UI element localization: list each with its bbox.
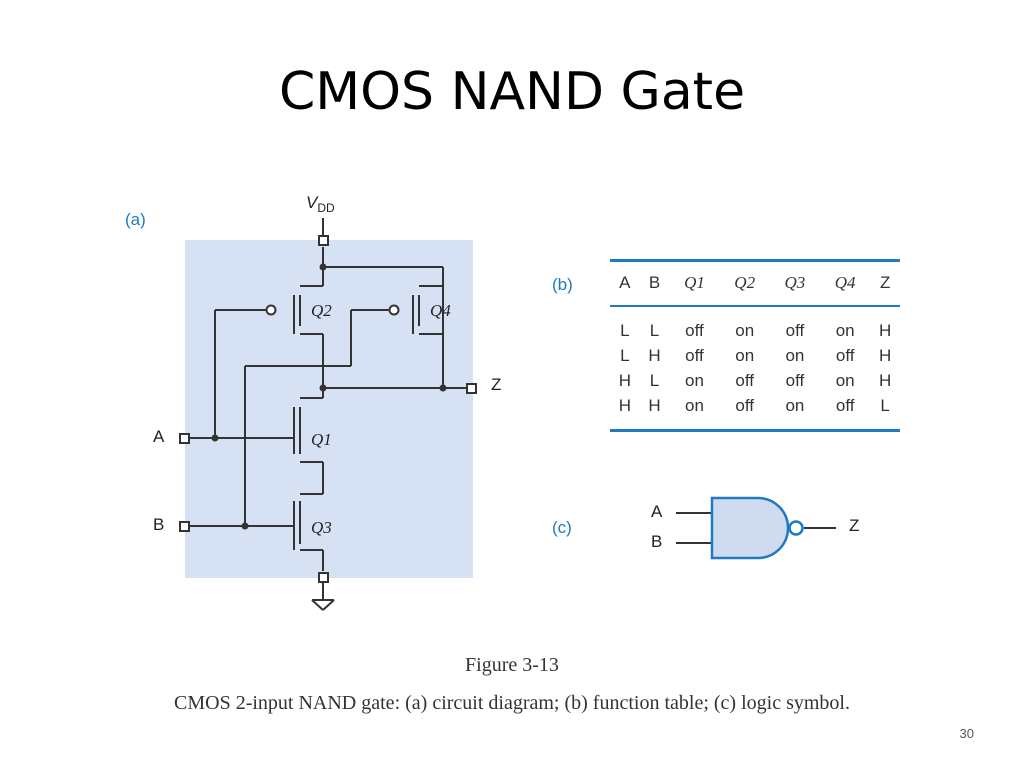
header-q4: Q4 xyxy=(820,259,871,307)
table-cell: off xyxy=(685,346,704,365)
panel-a-label: (a) xyxy=(125,210,146,229)
header-b: B xyxy=(639,259,670,307)
table-cell: H xyxy=(879,371,892,390)
table-row: H L on off off on H xyxy=(610,369,900,394)
circuit-diagram: VDD Q2 Q4 Q1 Q3 A B Z xyxy=(153,193,501,611)
table-cell: L xyxy=(870,393,900,432)
header-q1: Q1 xyxy=(669,259,720,307)
output-z-terminal xyxy=(466,383,477,394)
input-a-terminal xyxy=(179,433,190,444)
table-row: H H on off on off L xyxy=(610,393,900,432)
table-row: L L off on off on H xyxy=(610,306,900,344)
table-cell: H xyxy=(648,346,661,365)
table-cell: on xyxy=(735,321,755,340)
table-cell: H xyxy=(879,321,892,340)
circuit-background xyxy=(185,240,473,578)
table-cell: off xyxy=(835,346,855,365)
table-cell: off xyxy=(820,393,871,432)
input-b-label: B xyxy=(153,515,164,534)
function-table-header: A B Q1 Q2 Q3 Q4 Z xyxy=(610,259,900,307)
q2-label: Q2 xyxy=(311,301,332,320)
q2-gate-bubble xyxy=(265,304,277,316)
symbol-input-a-label: A xyxy=(651,502,663,521)
table-cell: on xyxy=(685,371,704,390)
table-cell: L xyxy=(649,371,660,390)
circuit-junctions xyxy=(211,263,447,530)
nand-gate-body xyxy=(710,496,790,560)
ground-terminal xyxy=(318,572,329,583)
output-z-label: Z xyxy=(491,375,501,394)
table-cell: L xyxy=(620,321,630,340)
panel-c-label: (c) xyxy=(552,518,572,537)
symbol-input-b-label: B xyxy=(651,532,662,551)
table-cell: H xyxy=(610,393,640,432)
table-cell: on xyxy=(735,346,755,365)
panel-b-label: (b) xyxy=(552,275,573,294)
q3-label: Q3 xyxy=(311,518,332,537)
input-a-label: A xyxy=(153,427,165,446)
table-cell: L xyxy=(620,346,630,365)
header-z: Z xyxy=(870,259,900,307)
table-cell: on xyxy=(669,393,720,432)
nand-output-bubble xyxy=(788,520,804,536)
nand-logic-symbol: A B Z xyxy=(651,496,859,560)
table-cell: H xyxy=(879,346,892,365)
table-cell: H xyxy=(618,371,631,390)
header-a: A xyxy=(610,259,640,307)
symbol-output-label: Z xyxy=(849,516,859,535)
vdd-terminal xyxy=(318,235,329,246)
page-number: 30 xyxy=(959,726,974,741)
slide-title: CMOS NAND Gate xyxy=(278,62,746,122)
table-cell: L xyxy=(649,321,660,340)
figure-caption: CMOS 2-input NAND gate: (a) circuit diag… xyxy=(174,692,850,714)
header-q2: Q2 xyxy=(719,259,770,307)
table-cell: on xyxy=(835,371,855,390)
table-cell: on xyxy=(785,346,805,365)
figure-number: Figure 3-13 xyxy=(465,654,559,676)
table-cell: off xyxy=(719,393,770,432)
table-row: L H off on on off H xyxy=(610,344,900,369)
table-cell: off xyxy=(785,371,805,390)
q4-label: Q4 xyxy=(430,301,451,320)
vdd-label: VDD xyxy=(306,193,335,215)
input-b-terminal xyxy=(179,521,190,532)
table-cell: H xyxy=(639,393,670,432)
table-cell: off xyxy=(785,321,805,340)
table-cell: on xyxy=(769,393,821,432)
header-q3: Q3 xyxy=(769,259,821,307)
q1-label: Q1 xyxy=(311,430,332,449)
table-cell: off xyxy=(735,371,754,390)
table-cell: on xyxy=(835,321,855,340)
function-table: A B Q1 Q2 Q3 Q4 Z L L off on off on H L … xyxy=(610,259,900,432)
table-cell: off xyxy=(685,321,704,340)
q4-gate-bubble xyxy=(388,304,400,316)
